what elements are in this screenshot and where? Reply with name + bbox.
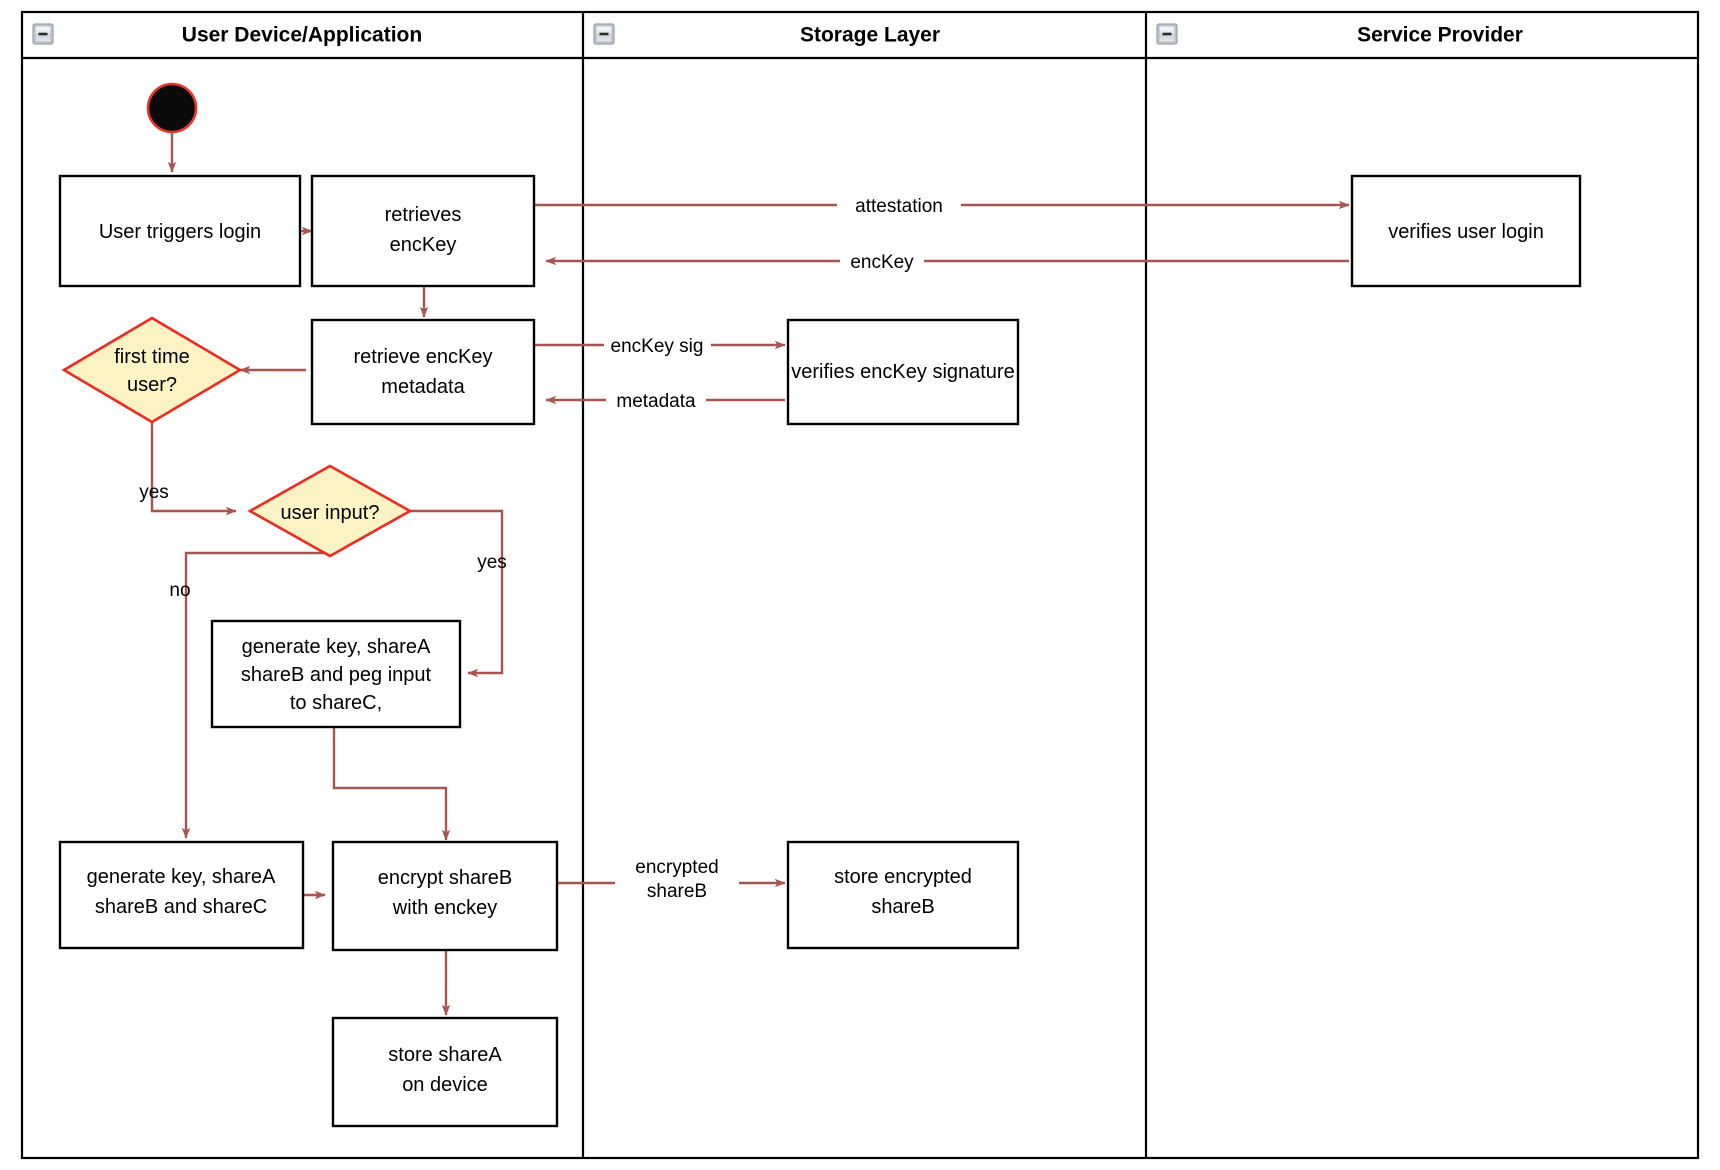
node-label-metadata-line1: retrieve encKey bbox=[354, 346, 493, 368]
edge-label-enckey: encKey bbox=[850, 252, 914, 273]
node-label-store-shareb-line1: store encrypted bbox=[834, 866, 972, 888]
node-label-peg-line1: generate key, shareA bbox=[242, 636, 431, 658]
node-label-encrypt-line2: with enckey bbox=[392, 897, 498, 919]
node-box-encrypt-shareb[interactable] bbox=[331, 840, 559, 952]
node-label-retrieves-enckey-line2: encKey bbox=[390, 234, 457, 256]
node-initial-start[interactable] bbox=[146, 82, 198, 134]
edge-label-firsttime-yes: yes bbox=[139, 482, 169, 503]
node-box-user-triggers-login[interactable] bbox=[58, 174, 302, 288]
lane-title-service-provider: Service Provider bbox=[1357, 24, 1523, 47]
node-label-user-input: user input? bbox=[281, 502, 380, 524]
node-label-first-time-user-line2: user? bbox=[127, 374, 177, 396]
edge-label-bg-metadata bbox=[606, 387, 706, 413]
node-retrieve-enckey-metadata[interactable]: retrieve encKey metadata bbox=[310, 318, 536, 426]
node-label-store-shareb-line2: shareB bbox=[871, 896, 934, 918]
node-box-verifies-user-login[interactable] bbox=[1350, 174, 1582, 288]
node-box-store-sharea-on-device[interactable] bbox=[331, 1016, 559, 1128]
node-box-verifies-enckey-signature[interactable] bbox=[786, 318, 1020, 426]
edge-label-userinput-yes: yes bbox=[477, 552, 507, 573]
edge-peg-to-encrypt bbox=[332, 727, 451, 841]
node-label-store-sharea-line2: on device bbox=[402, 1074, 488, 1096]
lane-title-storage: Storage Layer bbox=[800, 24, 940, 47]
edge-label-enckey-sig: encKey sig bbox=[611, 336, 704, 357]
node-generate-key-sharec[interactable]: generate key, shareA shareB and shareC bbox=[58, 840, 305, 950]
node-box-generate-key-peg-input[interactable] bbox=[210, 619, 462, 729]
start-node-circle[interactable] bbox=[146, 82, 198, 134]
node-label-user-triggers-login: User triggers login bbox=[99, 221, 261, 243]
edge-label-bg-enckey bbox=[840, 248, 924, 274]
decision-diamond-user-input[interactable] bbox=[247, 464, 413, 558]
edge-label-encrypted-line2: shareB bbox=[647, 881, 707, 902]
node-label-retrieves-enckey-line1: retrieves bbox=[385, 204, 462, 226]
node-label-first-time-user-line1: first time bbox=[114, 346, 190, 368]
node-user-input-decision[interactable]: user input? bbox=[247, 464, 413, 558]
node-label-metadata-line2: metadata bbox=[381, 376, 465, 398]
edge-firsttime-yes bbox=[150, 410, 237, 516]
node-store-encrypted-shareb[interactable]: store encrypted shareB bbox=[786, 840, 1020, 950]
node-box-store-encrypted-shareb[interactable] bbox=[786, 840, 1020, 950]
node-label-sharec-line1: generate key, shareA bbox=[87, 866, 276, 888]
edge-userinput-yes bbox=[410, 509, 504, 678]
node-label-peg-line2: shareB and peg input bbox=[241, 664, 432, 686]
collapse-minus-icon-lane-3[interactable] bbox=[1156, 23, 1178, 45]
edge-label-bg-encrypted-shareb bbox=[615, 846, 739, 894]
edge-userinput-no bbox=[181, 551, 330, 839]
node-store-sharea-on-device[interactable]: store shareA on device bbox=[331, 1016, 559, 1128]
decision-diamond-first-time-user[interactable] bbox=[61, 316, 243, 424]
node-label-encrypt-line1: encrypt shareB bbox=[378, 867, 513, 889]
node-label-sharec-line2: shareB and shareC bbox=[95, 896, 267, 918]
node-generate-key-peg-input[interactable]: generate key, shareA shareB and peg inpu… bbox=[210, 619, 462, 729]
node-label-peg-line3: to shareC, bbox=[290, 692, 382, 714]
node-box-retrieve-enckey-metadata[interactable] bbox=[310, 318, 536, 426]
lane-header-storage[interactable]: Storage Layer bbox=[593, 23, 940, 47]
node-label-verifies-enckey-signature: verifies encKey signature bbox=[791, 361, 1014, 383]
node-box-generate-key-sharec[interactable] bbox=[58, 840, 305, 950]
node-label-store-sharea-line1: store shareA bbox=[388, 1044, 502, 1066]
node-verifies-enckey-signature[interactable]: verifies encKey signature bbox=[786, 318, 1020, 426]
edge-label-bg-attestation bbox=[837, 192, 961, 218]
lane-header-service-provider[interactable]: Service Provider bbox=[1156, 23, 1523, 47]
node-box-retrieves-enckey[interactable] bbox=[310, 174, 536, 288]
edge-label-bg-enckey-sig bbox=[604, 332, 711, 358]
edge-label-metadata: metadata bbox=[616, 391, 696, 412]
node-verifies-user-login[interactable]: verifies user login bbox=[1350, 174, 1582, 288]
edge-label-attestation: attestation bbox=[855, 196, 943, 217]
node-user-triggers-login[interactable]: User triggers login bbox=[58, 174, 302, 288]
lane-header-user-device[interactable]: User Device/Application bbox=[32, 23, 422, 47]
node-retrieves-enckey[interactable]: retrieves encKey bbox=[310, 174, 536, 288]
edge-label-encrypted-line1: encrypted bbox=[635, 857, 718, 878]
node-first-time-user-decision[interactable]: first time user? bbox=[61, 316, 243, 424]
node-encrypt-shareb[interactable]: encrypt shareB with enckey bbox=[331, 840, 559, 952]
edge-label-userinput-no: no bbox=[169, 580, 190, 601]
collapse-minus-icon-lane-2[interactable] bbox=[593, 23, 615, 45]
collapse-minus-icon-lane-1[interactable] bbox=[32, 23, 54, 45]
edge-layer: attestation encKey encKey sig metadata y… bbox=[139, 128, 1350, 1016]
node-label-verifies-user-login: verifies user login bbox=[1388, 221, 1544, 243]
lane-title-user-device: User Device/Application bbox=[182, 24, 422, 47]
